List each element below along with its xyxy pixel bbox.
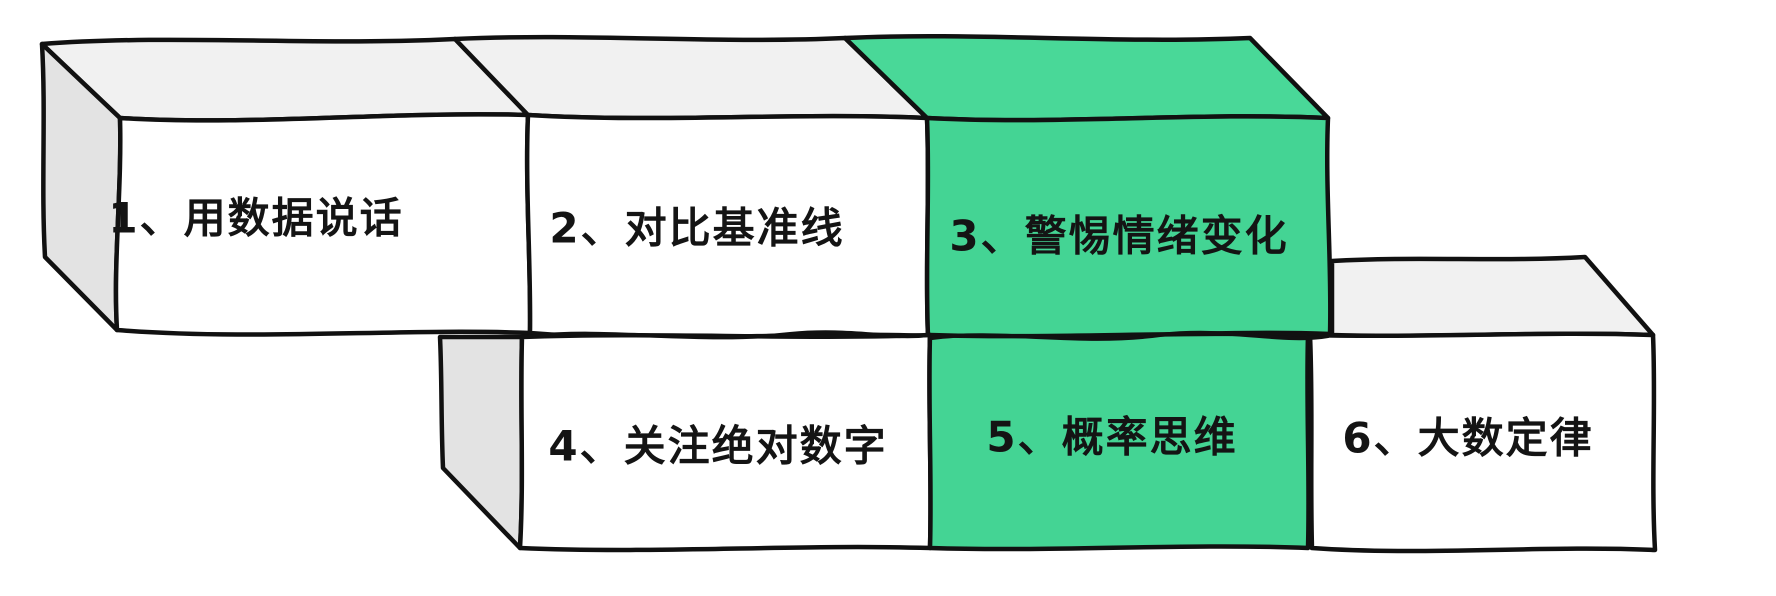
block-3: 3、警惕情绪变化 [842,34,1333,341]
block-4: 4、关注绝对数字 [437,332,933,553]
block-6-top-face [1329,254,1656,339]
block-1-label: 1、用数据说话 [108,194,403,243]
block-4-label: 4、关注绝对数字 [548,422,887,471]
block-3-label: 3、警惕情绪变化 [949,212,1288,261]
block-2: 2、对比基准线 [452,34,931,340]
block-1-top-face [39,36,531,123]
block-3-top-face [842,34,1331,123]
seam-overlap-line-right [930,330,1330,341]
block-2-label: 2、对比基准线 [549,204,844,253]
block-5: 5、概率思维 [927,331,1311,552]
seam-overlap-line-left [532,330,930,340]
block-6-front-face [1307,331,1658,554]
block-6-label: 6、大数定律 [1342,414,1593,463]
block-6: 6、大数定律 [1307,254,1658,554]
block-1: 1、用数据说话 [39,36,533,337]
block-4-side-face [437,334,525,551]
block-5-label: 5、概率思维 [986,413,1237,462]
